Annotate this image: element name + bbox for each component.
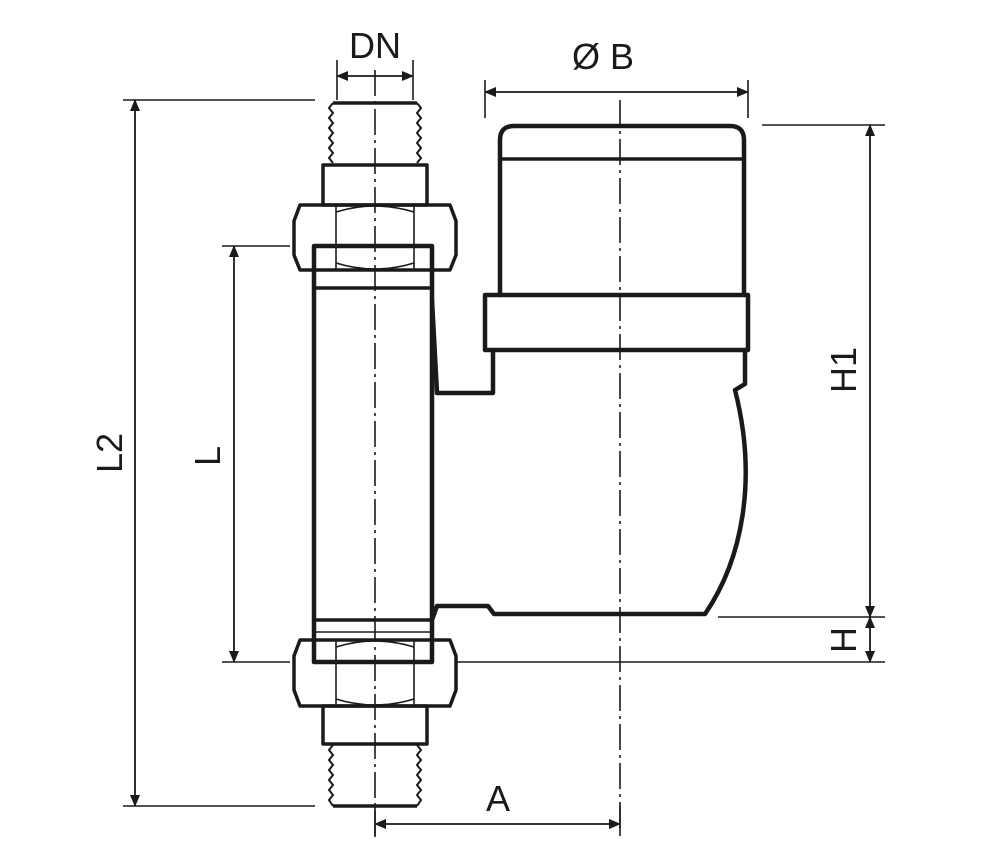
dimension-dn: DN [336,25,414,81]
extension-lines [123,60,885,836]
motor [482,123,751,353]
label-h1: H1 [823,347,864,393]
dimension-a: A [374,778,621,829]
bottom-hex-nut [292,638,458,708]
label-dn: DN [349,25,401,66]
pump-body [311,243,748,665]
dimension-h1: H1 [823,124,875,618]
top-hex-nut [292,203,458,272]
dimension-l: L [187,245,239,663]
label-a: A [486,778,510,819]
label-h: H [823,627,864,653]
label-l2: L2 [89,433,130,473]
dimension-h: H [823,616,875,663]
dimension-diameter-b: Ø B [484,36,749,97]
dimension-l2: L2 [89,99,140,807]
label-l: L [187,446,228,466]
label-diameter-b: Ø B [572,36,634,77]
